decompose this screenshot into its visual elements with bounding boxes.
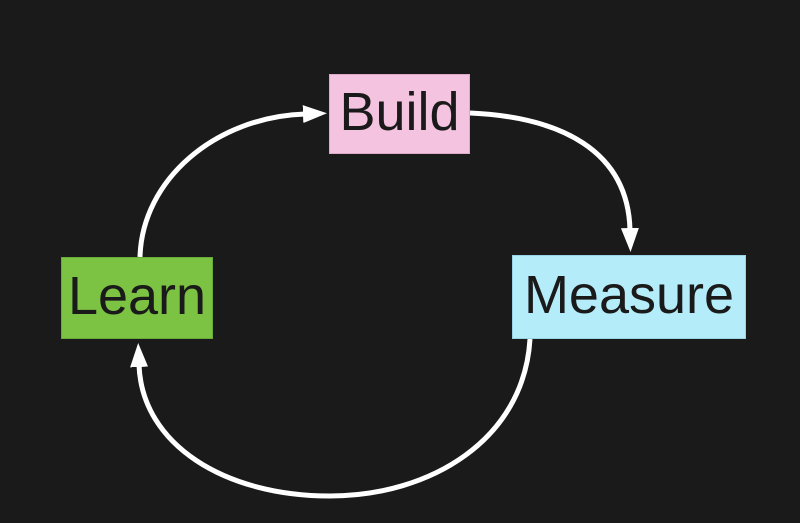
node-measure: Measure [512,255,746,339]
node-learn: Learn [61,257,213,339]
node-measure-label: Measure [523,265,735,325]
arrow-learn-to-build [137,105,327,258]
node-build: Build [329,74,470,154]
node-learn-label: Learn [67,266,207,326]
node-build-label: Build [339,82,460,142]
arrow-measure-to-learn [130,338,533,499]
arrow-build-to-measure [469,110,639,252]
